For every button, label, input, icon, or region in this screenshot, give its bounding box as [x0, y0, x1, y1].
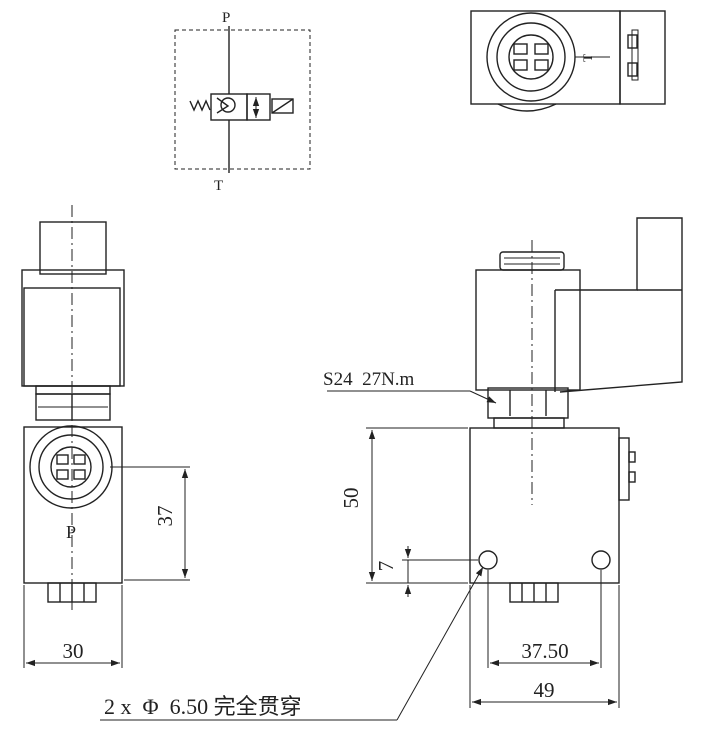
- top-view-nut: [508, 34, 554, 80]
- front-connector-outline: [555, 217, 683, 393]
- solenoid-symbol: [271, 98, 294, 114]
- dim-7-text: 7: [374, 561, 398, 572]
- port-p-label: P: [222, 10, 230, 26]
- dim-30-text: 30: [63, 639, 84, 663]
- front-body: [469, 427, 620, 584]
- mounting-hole-right: [591, 550, 611, 570]
- top-view-connector: [619, 10, 666, 105]
- symbol-boundary: [174, 29, 311, 170]
- solenoid-diagonal: [271, 98, 294, 114]
- front-nut-base: [493, 417, 565, 429]
- side-port-nut: [50, 446, 92, 488]
- hydraulic-symbol: P T: [174, 10, 311, 194]
- front-nut: [487, 387, 569, 419]
- side-port-outer: [29, 425, 113, 509]
- top-view-terminals: [627, 29, 639, 81]
- front-coil: [475, 269, 581, 391]
- front-terminal-block: [618, 437, 630, 501]
- top-view-coil-outer: [486, 12, 576, 102]
- side-connector-plug: [39, 221, 107, 275]
- front-view: S24 27N.m 50 7 37.50 49 2 x Φ 6.50 完全贯穿: [100, 217, 683, 721]
- side-port-inner: [38, 434, 104, 500]
- side-port-slots: [56, 454, 86, 480]
- side-nut-top: [35, 385, 111, 395]
- valve-envelope-2: [246, 93, 271, 121]
- dim-3750-text: 37.50: [521, 639, 568, 663]
- dim-49-text: 49: [534, 678, 555, 702]
- dim-37-text: 37: [153, 506, 177, 527]
- port-t-label: T: [214, 178, 223, 194]
- top-view: T: [470, 10, 666, 112]
- hole-note: 2 x Φ 6.50 完全贯穿: [104, 694, 302, 719]
- side-view: P 37 30: [21, 205, 190, 668]
- side-nut: [35, 393, 111, 421]
- spring-symbol: [189, 99, 211, 112]
- top-view-port-label: T: [580, 54, 595, 62]
- side-port-label: P: [66, 522, 76, 542]
- check-seat-symbol: [216, 97, 230, 114]
- wrench-note-leader: [469, 390, 497, 404]
- hole-note-leader: [396, 566, 484, 721]
- check-ball-symbol: [220, 97, 236, 113]
- dim-50-text: 50: [339, 488, 363, 509]
- top-view-coil-arc: [497, 103, 557, 112]
- top-view-coil-inner: [496, 22, 566, 92]
- mounting-hole-left: [478, 550, 498, 570]
- top-view-cross-slots: [513, 43, 549, 71]
- side-body: [23, 426, 123, 584]
- wrench-note: S24 27N.m: [323, 369, 415, 390]
